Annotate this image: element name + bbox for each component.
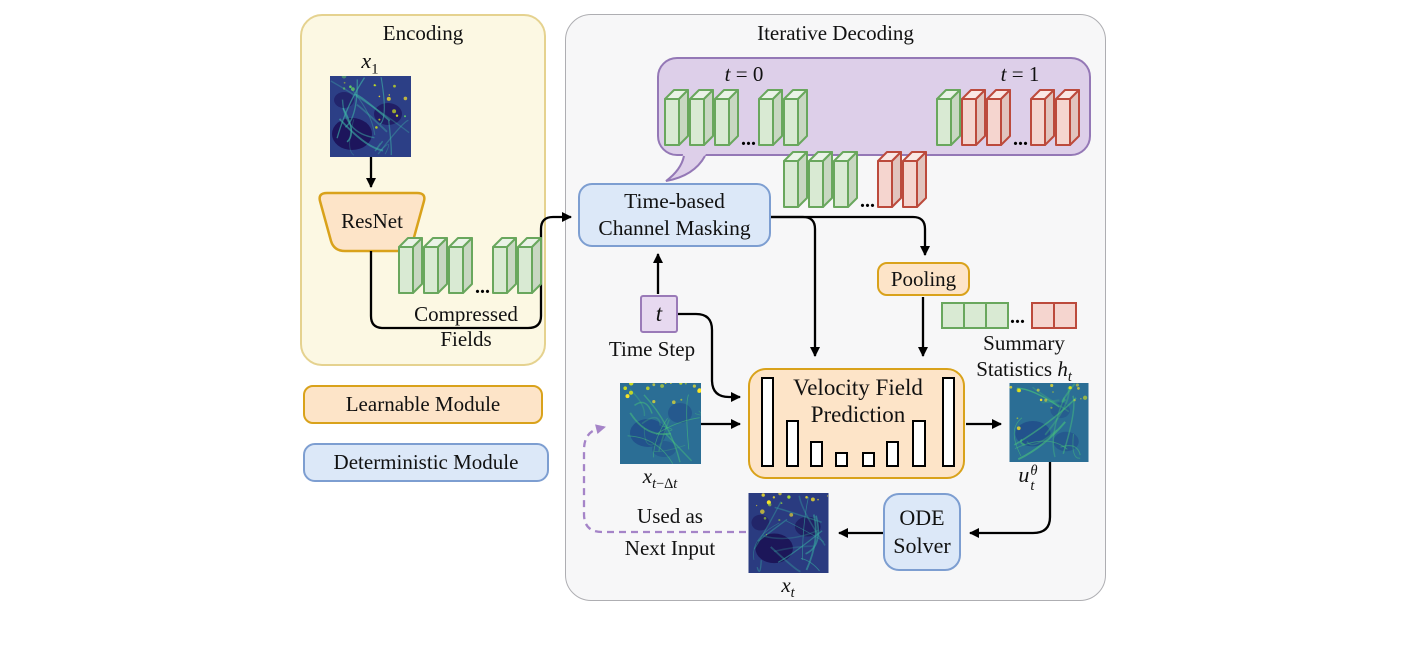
compressed-fields-slabs: ...	[398, 237, 542, 298]
time-step-t-box: t	[640, 295, 678, 333]
unet-bar	[786, 420, 799, 467]
vfp-label-line1: Velocity Field	[793, 375, 923, 400]
ode-solver-box: ODE Solver	[883, 493, 961, 571]
masking-label-line2: Channel Masking	[598, 216, 751, 240]
iterative-decoding-title: Iterative Decoding	[757, 21, 914, 45]
unet-bar	[862, 452, 875, 467]
ode-label-line1: ODE	[899, 505, 945, 530]
legend-deterministic-label: Deterministic Module	[333, 450, 519, 474]
x1-field-image	[330, 76, 411, 157]
xt-label: xt	[781, 573, 795, 602]
legend-deterministic-module: Deterministic Module	[303, 443, 549, 482]
xtmdt-label: xt−Δt	[642, 464, 678, 493]
xt-field-image	[748, 493, 829, 573]
time-step-label: Time Step	[608, 337, 696, 361]
t1-label: t = 1	[1000, 62, 1040, 86]
used-as-label-line2: Next Input	[624, 536, 716, 560]
velocity-field-prediction-box	[748, 368, 965, 479]
time-based-channel-masking-box: Time-based Channel Masking	[578, 183, 771, 247]
summary-label-line1: Summary	[983, 331, 1065, 355]
vfp-label-line2: Prediction	[810, 402, 906, 427]
compressed-label-line2: Fields	[440, 327, 492, 351]
used-as-label-line1: Used as	[637, 504, 703, 528]
resnet-label: ResNet	[341, 209, 403, 233]
svg-text:...: ...	[1010, 306, 1025, 328]
unet-bar	[942, 377, 955, 467]
x1-label: x1	[361, 48, 379, 78]
masking-label-line1: Time-based	[624, 189, 725, 213]
compressed-label-line1: Compressed	[414, 302, 518, 326]
pooling-box: Pooling	[877, 262, 970, 296]
unet-bar	[761, 377, 774, 467]
summary-statistics-squares: ...	[941, 302, 1077, 329]
ode-label-line2: Solver	[893, 533, 951, 558]
bubble-t1-slabs: ...	[936, 89, 1080, 150]
svg-text:...: ...	[741, 128, 756, 150]
svg-text:...: ...	[1013, 128, 1028, 150]
legend-learnable-module: Learnable Module	[303, 385, 543, 424]
summary-label-line2: Statistics ht	[976, 357, 1072, 386]
bubble-t0-slabs: ...	[664, 89, 808, 150]
unet-bar	[912, 420, 926, 467]
legend-learnable-label: Learnable Module	[345, 392, 501, 416]
pooling-label: Pooling	[890, 266, 957, 291]
unet-bar	[835, 452, 848, 467]
svg-text:...: ...	[860, 190, 875, 212]
unet-bar	[810, 441, 823, 467]
xtmdt-field-image	[620, 383, 701, 464]
unet-bar	[886, 441, 899, 467]
t-box-label: t	[655, 301, 663, 326]
svg-text:...: ...	[475, 276, 490, 298]
encoding-title: Encoding	[382, 21, 464, 45]
ut-field-image	[1009, 383, 1089, 462]
masked-channels-slabs: ...	[783, 151, 927, 212]
t0-label: t = 0	[724, 62, 764, 86]
